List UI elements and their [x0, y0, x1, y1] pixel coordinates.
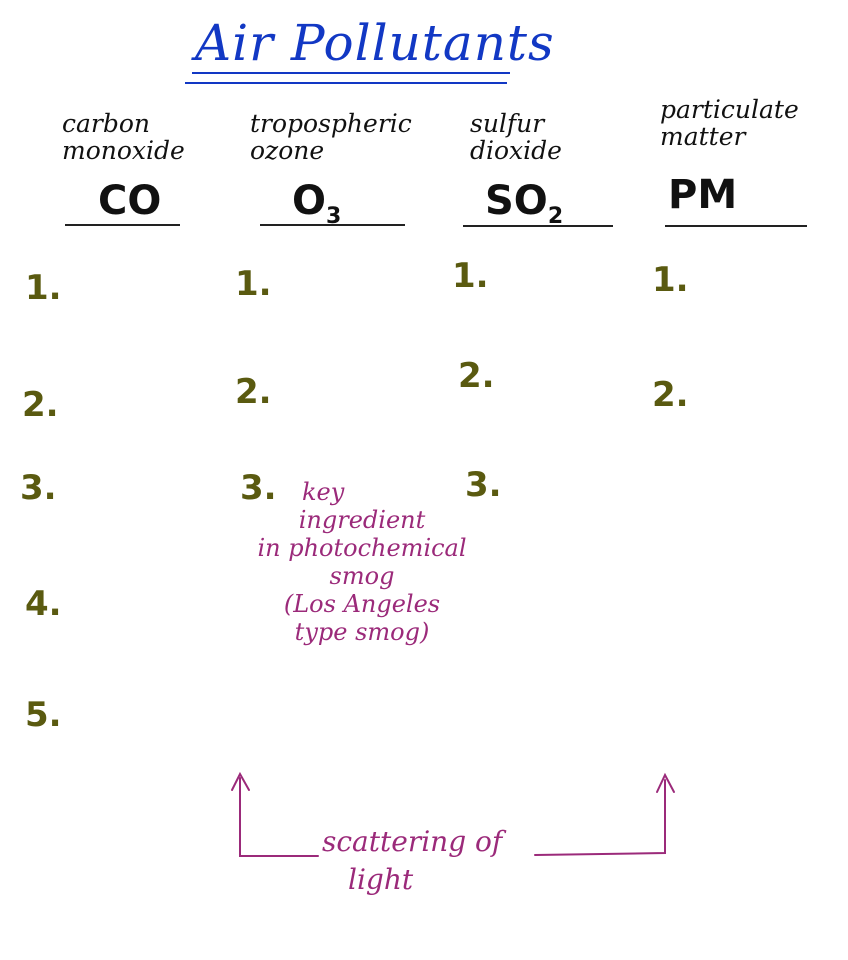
column-name-so2: sulfur dioxide — [470, 109, 562, 165]
o3-item-3: 3. — [240, 468, 277, 508]
formula-co: CO — [98, 178, 162, 224]
formula-so2: SO2 — [485, 178, 563, 229]
arrow-label-line-2: light — [348, 863, 414, 896]
so2-item-1: 1. — [452, 256, 489, 296]
rule-o3 — [260, 224, 405, 226]
pm-item-1: 1. — [652, 260, 689, 300]
title-underline-1 — [192, 72, 510, 74]
left-arrow-icon — [239, 777, 319, 857]
co-item-4: 4. — [25, 584, 62, 624]
o3-item-1: 1. — [235, 264, 272, 304]
co-item-1: 1. — [25, 268, 62, 308]
ozone-note: key ingredient in photochemical smog (Lo… — [232, 478, 492, 646]
o3-item-2: 2. — [235, 372, 272, 412]
left-arrowhead-icon — [231, 771, 250, 791]
formula-o3-base: O — [292, 178, 327, 224]
arrow-label-line-1: scattering of — [322, 825, 503, 858]
ozone-note-line-6: type smog) — [294, 618, 430, 646]
right-arrowhead-icon — [656, 772, 675, 793]
right-arrow-icon — [534, 779, 666, 856]
ozone-note-line-1: key — [302, 478, 345, 506]
column-name-o3: tropospheric ozone — [250, 109, 412, 165]
so2-item-2: 2. — [458, 356, 495, 396]
formula-o3: O3 — [292, 178, 341, 229]
column-name-pm: particulate matter — [660, 95, 799, 151]
co-item-2: 2. — [22, 385, 59, 425]
formula-o3-subscript: 3 — [326, 204, 342, 229]
co-item-5: 5. — [25, 695, 62, 735]
formula-pm: PM — [668, 172, 738, 218]
formula-so2-base: SO — [485, 178, 548, 224]
ozone-note-line-2: ingredient — [298, 506, 426, 534]
ozone-note-line-3: in photochemical — [257, 534, 467, 562]
rule-pm — [665, 225, 807, 227]
formula-so2-subscript: 2 — [547, 204, 564, 229]
so2-item-3: 3. — [465, 465, 502, 505]
rule-so2 — [463, 225, 613, 227]
ozone-note-line-5: (Los Angeles — [283, 590, 441, 618]
title-underline-2 — [185, 82, 507, 84]
rule-co — [65, 224, 180, 226]
pm-item-2: 2. — [652, 375, 689, 415]
ozone-note-line-4: smog — [329, 562, 395, 590]
page-title: Air Pollutants — [195, 14, 555, 72]
column-name-co: carbon monoxide — [62, 109, 185, 165]
co-item-3: 3. — [20, 468, 57, 508]
